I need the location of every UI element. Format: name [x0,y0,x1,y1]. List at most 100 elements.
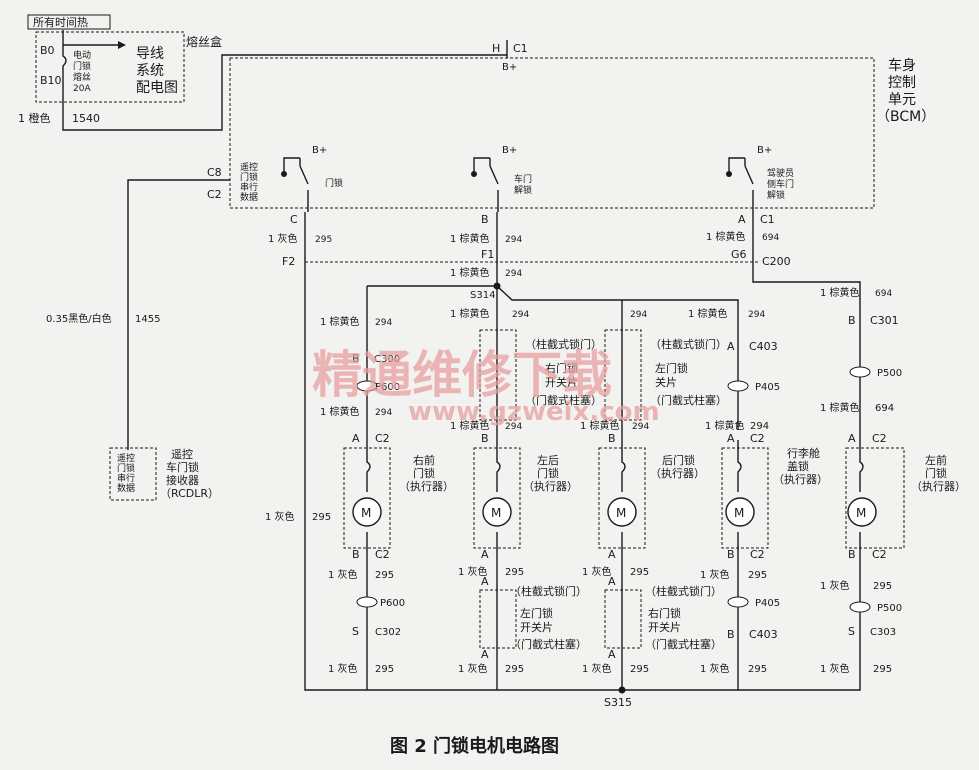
wire-294-top-color: 1 棕黄色 [450,232,490,245]
fuse-pin-b0: B0 [40,44,55,57]
conn-c403-upper: C403 [749,340,778,353]
bcm-driver-switch-label-1: 驾驶员 [767,167,794,179]
bcm-conn-c1: C1 [513,42,528,55]
wire-294-mid-circuit: 294 [505,269,522,279]
all-time-hot-box [27,14,111,30]
bcm-lock-switch-node [281,171,287,177]
actuator-trunk-1: 行李舱 [787,446,820,460]
wire-295-main [304,212,622,691]
t-295-circuit-2: 295 [748,664,767,675]
t-295-color-1: 1 灰色 [700,568,730,581]
rear-left-lower-switch-plug: （门截式柱塞） [510,637,587,651]
ref-arrow-head [118,41,126,49]
rear-lower-switch-1: 右门锁 [648,606,681,620]
rear-left-upper-switch-1: 右门锁 [545,361,578,375]
r-295-circuit-2: 295 [630,664,649,675]
motor-rear-icon [607,497,637,527]
conn-p600-upper: P600 [375,382,400,393]
bcm-lock-switch-b-plus: B+ [312,145,327,156]
conn-fr-b-upper: B [352,352,360,365]
fuse-label-3: 熔丝 [73,71,91,83]
rear-left-lower-switch: A （柱截式锁门） 左门锁 开关片 （门截式柱塞） A 1 灰色 295 [458,575,587,675]
wire-294-top-circuit: 294 [505,235,522,245]
rcdlr-connector-box [109,447,157,501]
rear-upper-switch: （柱截式锁门） 左门锁 关片 （门截式柱塞） [604,329,727,421]
rear-lower-switch-2: 开关片 [648,620,681,634]
motor-rear-label: M [616,506,626,520]
rear-left-upper-switch-box [479,329,517,421]
fl-295-circuit-2: 295 [873,664,892,675]
wire-294-t-circuit: 294 [748,310,765,320]
actuator-rear-left-3: （执行器） [523,479,578,493]
wire-294-rl-lower-circuit: 294 [505,422,522,432]
conn-p405-lower: P405 [755,598,780,609]
wire-295-fl-bottom [738,600,861,691]
wire-294-fr-lower-color: 1 棕黄色 [320,405,360,418]
ref-text-3: 配电图 [136,80,178,96]
actuator-rear-left-wire [496,440,501,565]
conn-c200-label: C200 [762,255,791,268]
actuator-front-left-box [845,447,905,549]
wire-295-side-circuit: 295 [312,512,331,523]
r-lower-a: A [608,575,616,588]
wire-294-fr-circuit: 294 [375,318,392,328]
bcm-lock-switch-contact [283,157,309,212]
bcm-unlock-switch-node [471,171,477,177]
conn-p405-upper: P405 [755,382,780,393]
fl-b-bottom: B [848,548,856,561]
conn-fl-p500-upper [849,366,871,378]
bcm-unlock-switch: B+ 车门 解锁 [471,145,532,212]
conn-c-label: C [290,213,298,226]
switch-remote-1: 遥控 [240,161,258,173]
t-c2-bottom: C2 [750,548,765,561]
bcm-pin-c2: C2 [207,188,222,201]
wire-294-rl-circuit: 294 [512,310,529,320]
conn-t-a-upper: A [727,340,735,353]
t-295-color-2: 1 灰色 [700,662,730,675]
bcm-driver-switch-label-2: 侧车门 [767,178,794,190]
actuator-rear-2: （执行器） [650,466,705,480]
actuator-trunk: M 行李舱 盖锁 （执行器） [721,440,828,600]
rear-upper-switch-box [604,329,642,421]
bcm-pin-h: H [492,42,500,55]
motor-trunk-label: M [734,506,744,520]
actuator-front-right-wire [366,440,371,565]
rl-a-bottom: A [481,548,489,561]
rear-lower-switch-pillar: （柱截式锁门） [645,584,722,598]
wire-294-fr-lower-circuit: 294 [375,408,392,418]
wire-1455-circuit: 1455 [135,314,160,325]
fr-295-circuit-2: 295 [375,664,394,675]
bcm-driver-switch-label-3: 解锁 [767,189,785,201]
fr-295-color-2: 1 灰色 [328,662,358,675]
bcm-b-plus: B+ [502,62,517,73]
conn-t-p405-upper [727,380,749,392]
wire-295-side-color: 1 灰色 [265,510,295,523]
bcm-unlock-switch-contact [473,157,499,212]
bcm-title-2: 控制 [888,75,916,91]
t-295-circuit-1: 295 [748,570,767,581]
t-b-bottom: B [727,548,735,561]
wire-294-mid-color: 1 棕黄色 [450,266,490,279]
bcm-lock-switch-label: 门锁 [325,177,343,189]
rl-295-color-1: 1 灰色 [458,565,488,578]
conn-b-label-bcm: B [481,213,489,226]
fr-c2-bottom: C2 [375,548,390,561]
conn-p600-lower: P600 [380,598,405,609]
actuator-rear-wire [621,440,626,565]
rcdlr-line-2: 门锁 [117,462,135,474]
conn-fr-p-upper [356,380,378,392]
wire-294-rl-color: 1 棕黄色 [450,307,490,320]
wire-1540 [62,54,507,131]
actuator-front-right-3: （执行器） [399,479,454,493]
rcdlr-line-1: 遥控 [117,452,135,464]
r-a-bottom: A [608,548,616,561]
bcm-lock-switch: B+ 门锁 [281,145,343,212]
rl-295-circuit-2: 295 [505,664,524,675]
conn-p500-lower: P500 [877,603,902,614]
fr-b-bottom: B [352,548,360,561]
motor-front-right-label: M [361,506,371,520]
wire-694-mid-color: 1 棕黄色 [820,286,860,299]
actuator-front-left-wire [859,440,864,600]
bcm-outline [229,57,875,209]
